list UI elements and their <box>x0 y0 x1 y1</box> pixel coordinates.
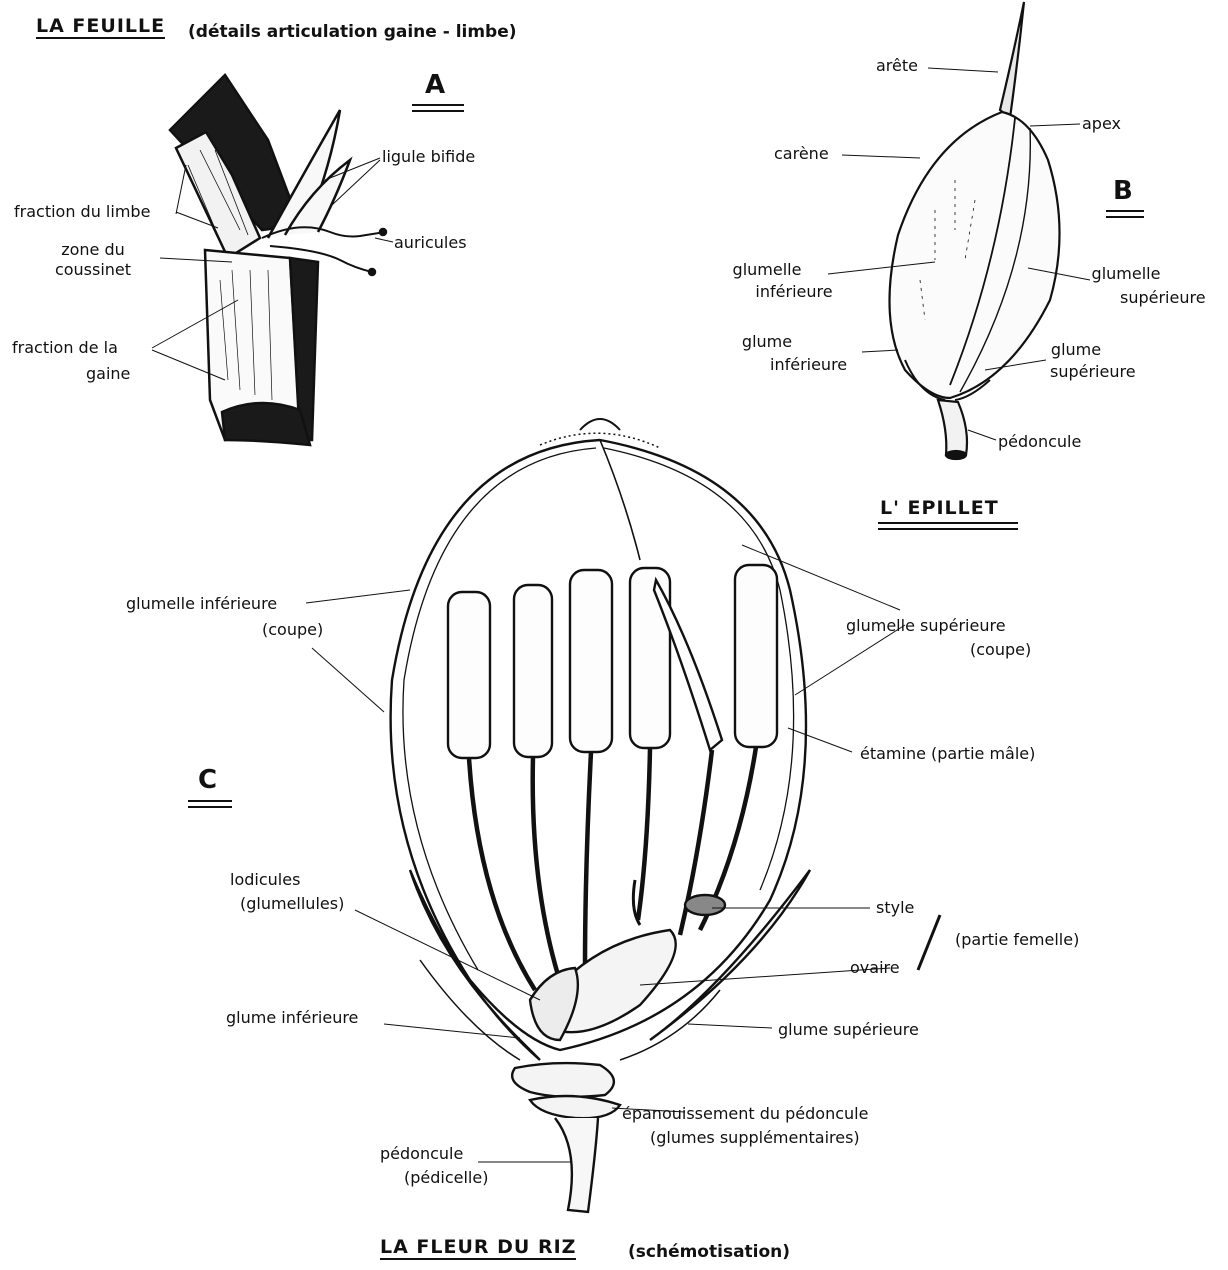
pedoncule-flower-label-2: (pédicelle) <box>404 1168 488 1188</box>
glume-superieure-flower-label: glume supérieure <box>778 1020 919 1040</box>
fraction-limbe-label: fraction du limbe <box>14 202 150 222</box>
epanouissement-label-1: épanouissement du pédoncule <box>622 1104 868 1124</box>
pedoncule-spikelet-label: pédoncule <box>998 432 1081 452</box>
lodicules-label-1: lodicules <box>230 870 300 890</box>
etamine-label: étamine (partie mâle) <box>860 744 1035 764</box>
ligule-bifide-label: ligule bifide <box>382 147 475 167</box>
panel-c-underline <box>188 800 232 802</box>
lodicules-label-2: (glumellules) <box>240 894 344 914</box>
fraction-gaine-label-1: fraction de la <box>12 338 118 358</box>
panel-b-underline <box>1106 210 1144 212</box>
zone-coussinet-label-2: coussinet <box>28 260 158 280</box>
auricules-label: auricules <box>394 233 467 253</box>
glumelle-inferieure-coupe-label-2: (coupe) <box>262 620 323 640</box>
zone-coussinet-label-1: zone du <box>28 240 158 260</box>
carene-label: carène <box>774 144 829 164</box>
panel-label-a: A <box>425 70 445 100</box>
glumelle-inferieure-coupe-label-1: glumelle inférieure <box>126 594 277 614</box>
style-label: style <box>876 898 914 918</box>
glume-inferieure-label-2: inférieure <box>770 355 847 375</box>
partie-femelle-label: (partie femelle) <box>955 930 1079 950</box>
glumelle-superieure-label-1: glumelle <box>1080 264 1172 284</box>
panel-label-b: B <box>1113 176 1133 206</box>
leaf-drawing <box>152 75 393 445</box>
glumelle-inferieure-label-2: inférieure <box>732 282 856 302</box>
glumelle-superieure-coupe-label-1: glumelle supérieure <box>846 616 1006 636</box>
epanouissement-label-2: (glumes supplémentaires) <box>650 1128 860 1148</box>
panel-c-underline-2 <box>188 806 232 808</box>
pedoncule-flower-label-1: pédoncule <box>380 1144 463 1164</box>
flower-title: LA FLEUR DU RIZ <box>380 1236 576 1260</box>
apex-label: apex <box>1082 114 1121 134</box>
panel-a-underline-2 <box>412 110 464 112</box>
leaf-subtitle: (détails articulation gaine - limbe) <box>188 22 517 42</box>
glumelle-superieure-coupe-label-2: (coupe) <box>970 640 1031 660</box>
spikelet-title: L' EPILLET <box>880 497 999 519</box>
glume-superieure-label-2: supérieure <box>1050 362 1136 382</box>
flower-drawing <box>306 419 940 1212</box>
arete-label: arête <box>876 56 918 76</box>
spikelet-drawing <box>828 2 1090 459</box>
panel-label-c: C <box>198 765 217 795</box>
flower-subtitle: (schémotisation) <box>628 1242 790 1262</box>
glume-inferieure-label-1: glume <box>722 332 812 352</box>
panel-b-underline-2 <box>1106 216 1144 218</box>
glumelle-inferieure-label-1: glumelle <box>712 260 822 280</box>
spikelet-title-underline-2 <box>878 528 1018 530</box>
spikelet-title-underline <box>878 522 1018 524</box>
fraction-gaine-label-2: gaine <box>86 364 130 384</box>
glumelle-superieure-label-2: supérieure <box>1120 288 1206 308</box>
panel-a-underline <box>412 104 464 106</box>
glume-superieure-label-1: glume <box>1030 340 1122 360</box>
leaf-title: LA FEUILLE <box>36 15 165 39</box>
glume-inferieure-flower-label: glume inférieure <box>226 1008 358 1028</box>
ovaire-label: ovaire <box>850 958 900 978</box>
